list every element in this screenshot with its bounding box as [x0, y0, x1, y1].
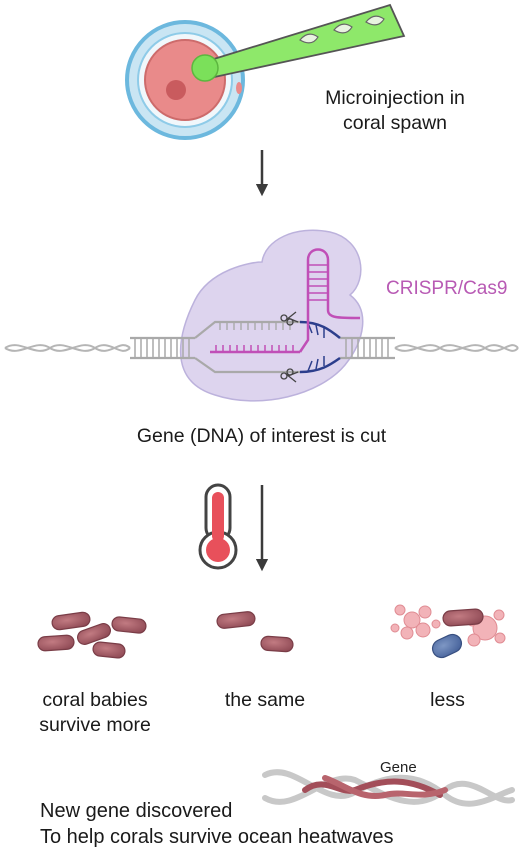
- outcome-more-line2: survive more: [39, 714, 151, 736]
- coral-egg-icon: [125, 20, 245, 140]
- conclusion-line2: To help corals survive ocean heatwaves: [40, 826, 394, 848]
- scissors-icon: [280, 368, 299, 383]
- dna-double-helix-icon: [4, 344, 519, 352]
- thermometer-icon: [198, 483, 238, 570]
- outcome-more-line1: coral babies: [42, 689, 148, 711]
- outcome-less-label: less: [430, 689, 465, 711]
- dna-strand-icon: [130, 320, 395, 374]
- gene-tag: Gene: [380, 759, 417, 776]
- outcome-same-label: the same: [224, 689, 306, 711]
- outcome-more-label: coral babies survive more: [20, 688, 170, 738]
- injection-needle-icon: [191, 3, 406, 82]
- microinjection-label: Microinjection in coral spawn: [300, 86, 490, 136]
- scissors-icon: [280, 311, 299, 326]
- conclusion-line1: New gene discovered: [40, 800, 233, 822]
- guide-rna-icon: [210, 248, 361, 354]
- conclusion-text: New gene discovered To help corals survi…: [40, 798, 394, 850]
- coral-larvae-group-less: [390, 604, 506, 659]
- microinjection-label-line1: Microinjection in: [325, 87, 465, 109]
- microinjection-label-line2: coral spawn: [342, 112, 448, 134]
- cut-caption: Gene (DNA) of interest is cut: [136, 425, 387, 447]
- gene-helix-icon: [262, 769, 515, 807]
- cas9-protein-icon: [179, 229, 364, 402]
- coral-larvae-group-same: [216, 611, 294, 653]
- coral-larvae-group-more: [37, 611, 147, 659]
- crispr-label: CRISPR/Cas9: [386, 278, 508, 299]
